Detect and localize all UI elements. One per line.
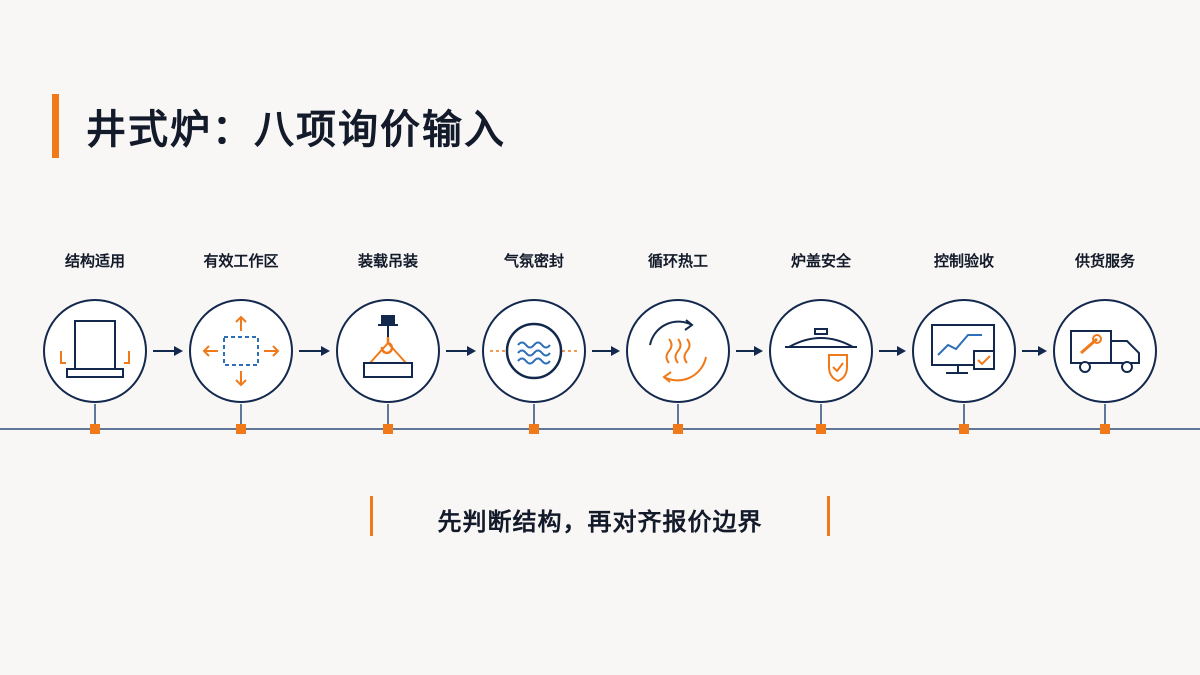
timeline-marker: [90, 424, 100, 434]
summary-text: 先判断结构，再对齐报价边界: [437, 508, 763, 536]
summary-callout: 先判断结构，再对齐报价边界: [370, 496, 830, 536]
flow-arrow: [1022, 346, 1047, 356]
timeline-marker: [816, 424, 826, 434]
timeline-marker: [1100, 424, 1110, 434]
flow-arrow: [153, 346, 183, 356]
step-label: 供货服务: [1074, 252, 1135, 270]
step-label: 有效工作区: [203, 252, 279, 270]
timeline-marker: [383, 424, 393, 434]
crane-hook-icon: [336, 299, 440, 403]
lid-safety-icon: [769, 299, 873, 403]
step-label: 结构适用: [64, 252, 125, 270]
flow-arrow: [736, 346, 763, 356]
step-label: 炉盖安全: [790, 252, 851, 270]
working-zone-icon: [189, 299, 293, 403]
step-label: 装载吊装: [357, 252, 418, 270]
timeline-marker: [959, 424, 969, 434]
timeline-marker: [529, 424, 539, 434]
page-title: 井式炉：八项询价输入: [86, 107, 506, 153]
delivery-service-icon: [1053, 299, 1157, 403]
step-label: 循环热工: [647, 252, 708, 270]
title-block: 井式炉：八项询价输入: [52, 94, 506, 158]
summary-right-bracket: [827, 496, 830, 536]
control-monitor-icon: [912, 299, 1016, 403]
flow-arrow: [299, 346, 330, 356]
atmosphere-seal-icon: [482, 299, 586, 403]
timeline-marker: [236, 424, 246, 434]
flow-arrow: [446, 346, 476, 356]
heat-circulation-icon: [626, 299, 730, 403]
step-label: 气氛密封: [503, 252, 564, 270]
timeline-marker: [673, 424, 683, 434]
title-accent-bar: [52, 94, 59, 158]
summary-left-bracket: [370, 496, 373, 536]
furnace-structure-icon: [43, 299, 147, 403]
flow-arrow: [592, 346, 620, 356]
step-label: 控制验收: [933, 252, 994, 270]
flow-arrow: [879, 346, 906, 356]
